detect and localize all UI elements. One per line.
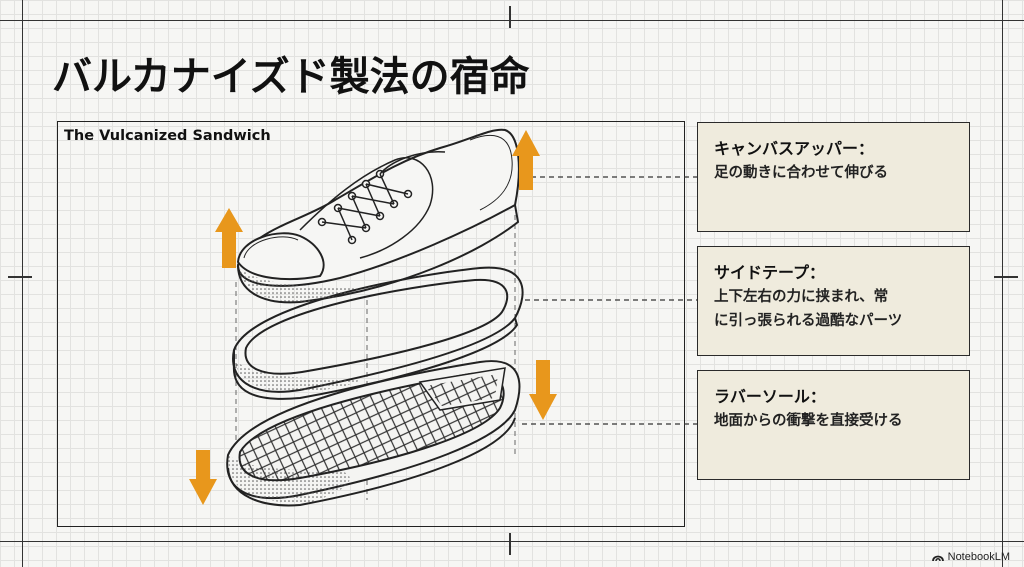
callout-body-line: 上下左右の力に挟まれ、常 — [714, 289, 889, 305]
page-title: バルカナイズド製法の宿命 — [52, 54, 530, 100]
leader-lines — [522, 176, 697, 425]
crop-mark-right — [994, 276, 1018, 278]
callout-heading: サイドテープ： — [714, 263, 826, 282]
arrow-down-icon — [189, 450, 217, 505]
callout-body-line: 地面からの衝撃を直接受ける — [714, 413, 903, 429]
diagram-panel — [57, 121, 685, 527]
callout-body-line: に引っ張られる過酷なパーツ — [714, 313, 903, 329]
frame-top-line — [0, 20, 1024, 21]
rubber-sole — [226, 360, 521, 507]
arrow-down-icon — [529, 360, 557, 420]
crop-mark-top — [509, 6, 511, 28]
crop-mark-bottom — [509, 533, 511, 555]
force-arrows — [189, 130, 557, 505]
callout-side-tape: サイドテープ： 上下左右の力に挟まれ、常 に引っ張られる過酷なパーツ — [697, 246, 970, 356]
callout-canvas-upper: キャンバスアッパー： 足の動きに合わせて伸びる — [697, 122, 970, 232]
canvas-upper — [236, 128, 520, 304]
diagram-label: The Vulcanized Sandwich — [64, 128, 271, 144]
arrow-up-icon — [512, 130, 540, 190]
frame-bottom-line — [0, 541, 1024, 542]
arrow-up-icon — [215, 208, 243, 268]
crop-mark-left — [8, 276, 32, 278]
callout-body-line: 足の動きに合わせて伸びる — [714, 165, 888, 181]
watermark: NotebookLM — [931, 551, 1010, 563]
frame-right-line — [1002, 0, 1003, 567]
notebooklm-logo-icon — [931, 555, 944, 562]
callout-rubber-sole: ラバーソール： 地面からの衝撃を直接受ける — [697, 370, 970, 480]
watermark-text: NotebookLM — [947, 551, 1010, 563]
callout-heading: ラバーソール： — [714, 387, 826, 406]
frame-left-line — [22, 0, 23, 567]
callout-heading: キャンバスアッパー： — [714, 139, 875, 158]
